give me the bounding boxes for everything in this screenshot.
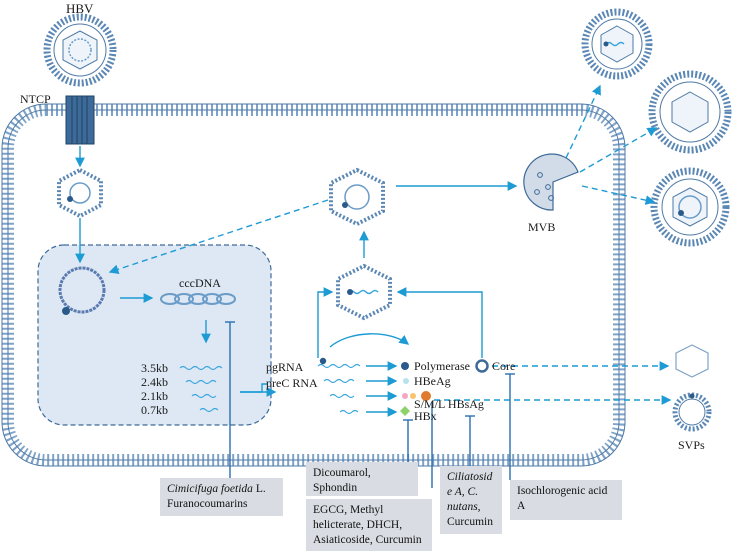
transcript-waves [179,365,223,413]
transcript-0-7kb: 0.7kb [141,403,168,417]
mvb [523,153,579,211]
hbeag-label: HBeAg [414,374,451,388]
mature-capsid [329,167,385,227]
hbsag-marker-s [402,393,408,399]
cimicifuga-species: Cimicifuga foetida [167,483,253,495]
pathway-arrows [75,146,518,417]
ciliatoside-line3: nutans, [447,501,481,513]
dicoumarol-line1: Dicoumarol, [313,467,371,479]
hbv-virion [43,13,117,87]
isochlorogenic-line1: Isochlorogenic acid [517,485,608,497]
export-arrows [108,84,672,405]
cytoplasm-rna-waves [317,363,361,415]
ciliatoside-line4: Curcumin [447,516,493,528]
hbsag-marker-l [421,391,431,401]
furanocoumarins: Furanocoumarins [167,498,248,510]
inhibition-lines [225,321,515,488]
pgrna-dot [319,357,327,365]
isochlorogenic-line2: A [517,500,526,512]
ntcp-receptor [65,95,95,145]
released-virion-3 [650,167,730,247]
prec-rna-label: preC RNA [266,376,318,390]
cccdna-label: cccDNA [179,276,221,290]
transcript-2-4kb: 2.4kb [141,375,168,389]
pgrna-label: pgRNA [266,360,304,374]
hbsag-label: S/M/L HBsAg [414,397,484,411]
inhibitor-isochlorogenic: Isochlorogenic acid A [510,480,622,520]
inhibitor-dicoumarol: Dicoumarol, Sphondin [306,462,418,496]
capsid-entering [57,167,103,219]
transcript-2-1kb: 2.1kb [141,389,168,403]
capsid-pgrna [336,263,392,321]
egcg-line1: EGCG, Methyl [313,504,384,516]
ciliatoside-line2: e A, C. [447,486,479,498]
transcript-3-5kb: 3.5kb [141,361,168,375]
dicoumarol-line2: Sphondin [313,482,358,494]
rcdna-circle [58,266,106,315]
polymerase-marker [401,362,409,370]
polymerase-label: Polymerase [414,359,470,373]
inhibitor-egcg: EGCG, Methyl helicterate, DHCH, Asiatico… [306,499,432,551]
core-label: Core [492,359,516,373]
egcg-line3: Asiaticoside, Curcumin [313,534,422,546]
hbsag-marker-m [410,393,416,399]
inhibitor-ciliatoside: Ciliatosid e A, C. nutans, Curcumin [440,466,502,534]
hbeag-marker [403,378,409,384]
svps-label: SVPs [678,438,705,452]
svp-particle [672,392,712,432]
inhibitor-cimicifuga: Cimicifuga foetida L. Furanocoumarins [160,478,283,516]
egcg-line2: helicterate, DHCH, [313,519,403,531]
cccdna-chain [160,293,236,305]
released-virion-1 [581,8,653,80]
released-virion-2 [648,70,732,154]
hbx-label: HBx [414,409,437,423]
ntcp-label: NTCP [20,92,51,106]
hbv-label: HBV [66,1,94,16]
hbx-marker [400,406,410,416]
core-marker [475,359,489,373]
mvb-label: MVB [528,220,556,234]
cimicifuga-suffix: L. [255,483,266,495]
ciliatoside-line1: Ciliatosid [447,471,493,483]
svp-empty-capsid [675,344,709,378]
